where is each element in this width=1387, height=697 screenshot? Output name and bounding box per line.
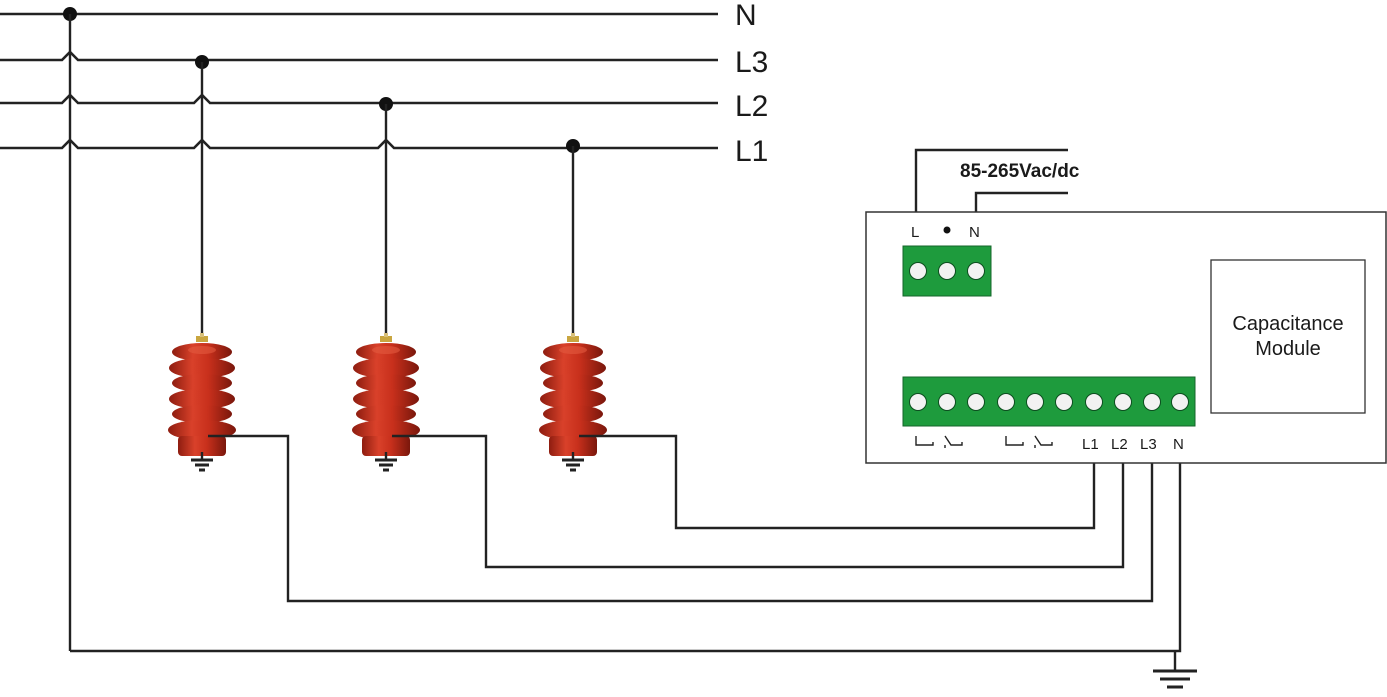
- signal-terminal-screws: [909, 393, 1189, 411]
- power-n-wire: [974, 191, 1068, 212]
- terminal-label-l2: L2: [1111, 436, 1128, 453]
- terminal-screw: [909, 393, 927, 411]
- relay-contact-icon: [915, 435, 963, 448]
- terminal-screw: [1085, 393, 1103, 411]
- relay-contact-icon: [1005, 435, 1053, 448]
- bus-label-l1: L1: [735, 135, 768, 168]
- terminal-screw: [1171, 393, 1189, 411]
- terminal-label-l1: L1: [1082, 436, 1099, 453]
- neutral-return-wire: [70, 446, 1182, 653]
- power-terminal-n-label: N: [969, 224, 980, 241]
- terminal-label-n: N: [1173, 436, 1184, 453]
- bus-l1-line: [0, 138, 718, 150]
- l2-signal-wire: [392, 434, 1125, 569]
- power-terminal-dot-icon: [943, 226, 951, 234]
- terminal-screw: [1114, 393, 1132, 411]
- terminal-screw: [1143, 393, 1161, 411]
- bus-label-n: N: [735, 0, 757, 32]
- terminal-screw: [997, 393, 1015, 411]
- terminal-screw: [1055, 393, 1073, 411]
- insulator-sensor-icon: [539, 333, 607, 456]
- power-supply-label: 85-265Vac/dc: [960, 161, 1080, 182]
- capacitance-module-line1: Capacitance: [1232, 313, 1343, 335]
- capacitance-module-box: [1210, 259, 1366, 414]
- insulator-sensor-icon: [352, 333, 420, 456]
- bus-label-l2: L2: [735, 90, 768, 123]
- capacitance-module-line2: Module: [1255, 338, 1321, 360]
- terminal-screw: [938, 262, 956, 280]
- insulator-sensor-icon: [168, 333, 236, 456]
- terminal-screw: [967, 393, 985, 411]
- l3-signal-wire: [208, 434, 1154, 603]
- terminal-screw: [938, 393, 956, 411]
- power-terminal-l-label: L: [911, 224, 919, 241]
- terminal-screw: [909, 262, 927, 280]
- ground-symbol-icon: [1153, 651, 1197, 689]
- terminal-label-l3: L3: [1140, 436, 1157, 453]
- bus-label-l3: L3: [735, 46, 768, 79]
- terminal-screw: [967, 262, 985, 280]
- power-l-wire: [914, 148, 1068, 212]
- bus-l2-line: [0, 93, 718, 105]
- l1-signal-wire: [579, 434, 1096, 530]
- bus-l3-line: [0, 50, 718, 62]
- bus-bars: [0, 12, 718, 150]
- terminal-screw: [1026, 393, 1044, 411]
